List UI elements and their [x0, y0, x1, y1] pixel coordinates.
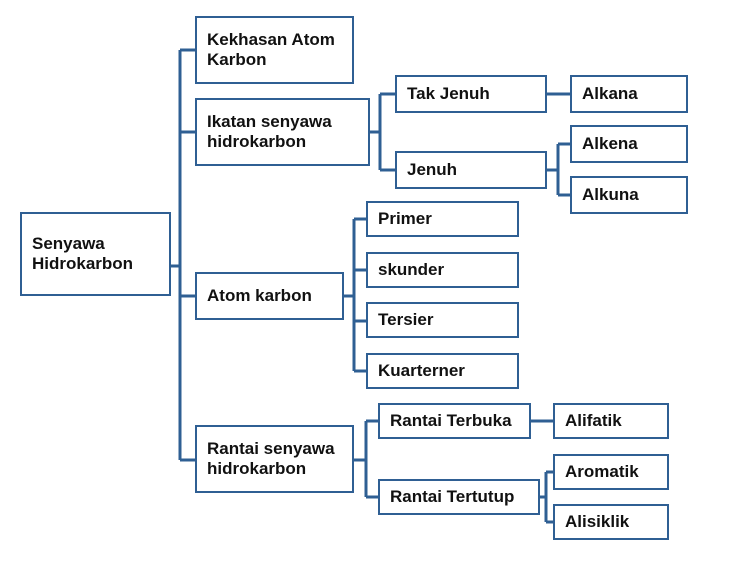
- node-ikatan-senyawa: Ikatan senyawa hidrokarbon: [195, 98, 370, 166]
- connector-rantai: [354, 419, 378, 499]
- node-alkena: Alkena: [570, 125, 688, 163]
- node-rantai-senyawa: Rantai senyawa hidrokarbon: [195, 425, 354, 493]
- node-aromatik: Aromatik: [553, 454, 669, 490]
- node-kekhasan-atom-karbon: Kekhasan Atom Karbon: [195, 16, 354, 84]
- node-alisiklik: Alisiklik: [553, 504, 669, 540]
- node-alkuna: Alkuna: [570, 176, 688, 214]
- node-skunder: skunder: [366, 252, 519, 288]
- node-kuarterner: Kuarterner: [366, 353, 519, 389]
- node-alifatik: Alifatik: [553, 403, 669, 439]
- connector-atom: [344, 217, 366, 373]
- connector-jenuh: [547, 142, 570, 197]
- node-primer: Primer: [366, 201, 519, 237]
- node-rantai-tertutup: Rantai Tertutup: [378, 479, 540, 515]
- connector-ikatan: [370, 92, 395, 172]
- connector-root: [171, 48, 195, 462]
- node-alkana: Alkana: [570, 75, 688, 113]
- node-senyawa-hidrokarbon: Senyawa Hidrokarbon: [20, 212, 171, 296]
- connector-tertutup: [540, 470, 553, 524]
- node-tak-jenuh: Tak Jenuh: [395, 75, 547, 113]
- node-rantai-terbuka: Rantai Terbuka: [378, 403, 531, 439]
- node-tersier: Tersier: [366, 302, 519, 338]
- node-jenuh: Jenuh: [395, 151, 547, 189]
- node-atom-karbon: Atom karbon: [195, 272, 344, 320]
